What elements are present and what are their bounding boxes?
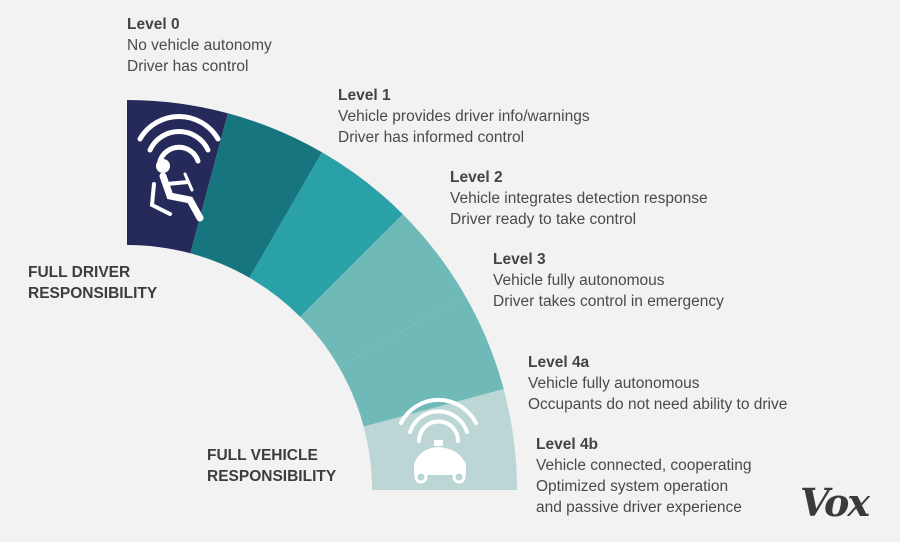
level-1-label: Level 1 Vehicle provides driver info/war… (338, 87, 590, 146)
level-segment-3 (300, 214, 465, 368)
level-2-label: Level 2 Vehicle integrates detection res… (450, 169, 708, 228)
level-segment-5 (363, 389, 517, 490)
level-3-label: Level 3 Vehicle fully autonomous Driver … (493, 251, 724, 310)
level-4a-label: Level 4a Vehicle fully autonomous Occupa… (528, 354, 788, 413)
full-driver-responsibility: FULL DRIVER RESPONSIBILITY (28, 264, 158, 302)
full-vehicle-responsibility: FULL VEHICLE RESPONSIBILITY (207, 447, 337, 485)
level-segment-4 (339, 295, 504, 427)
level-segment-0 (127, 100, 228, 254)
driver-icon (137, 114, 221, 222)
level-4b-label: Level 4b Vehicle connected, cooperating … (536, 436, 752, 516)
vox-logo: Vox (800, 480, 870, 525)
level-segment-2 (249, 152, 403, 317)
car-icon (399, 397, 478, 484)
level-0-label: Level 0 No vehicle autonomy Driver has c… (127, 16, 272, 75)
level-segment-1 (190, 113, 322, 278)
